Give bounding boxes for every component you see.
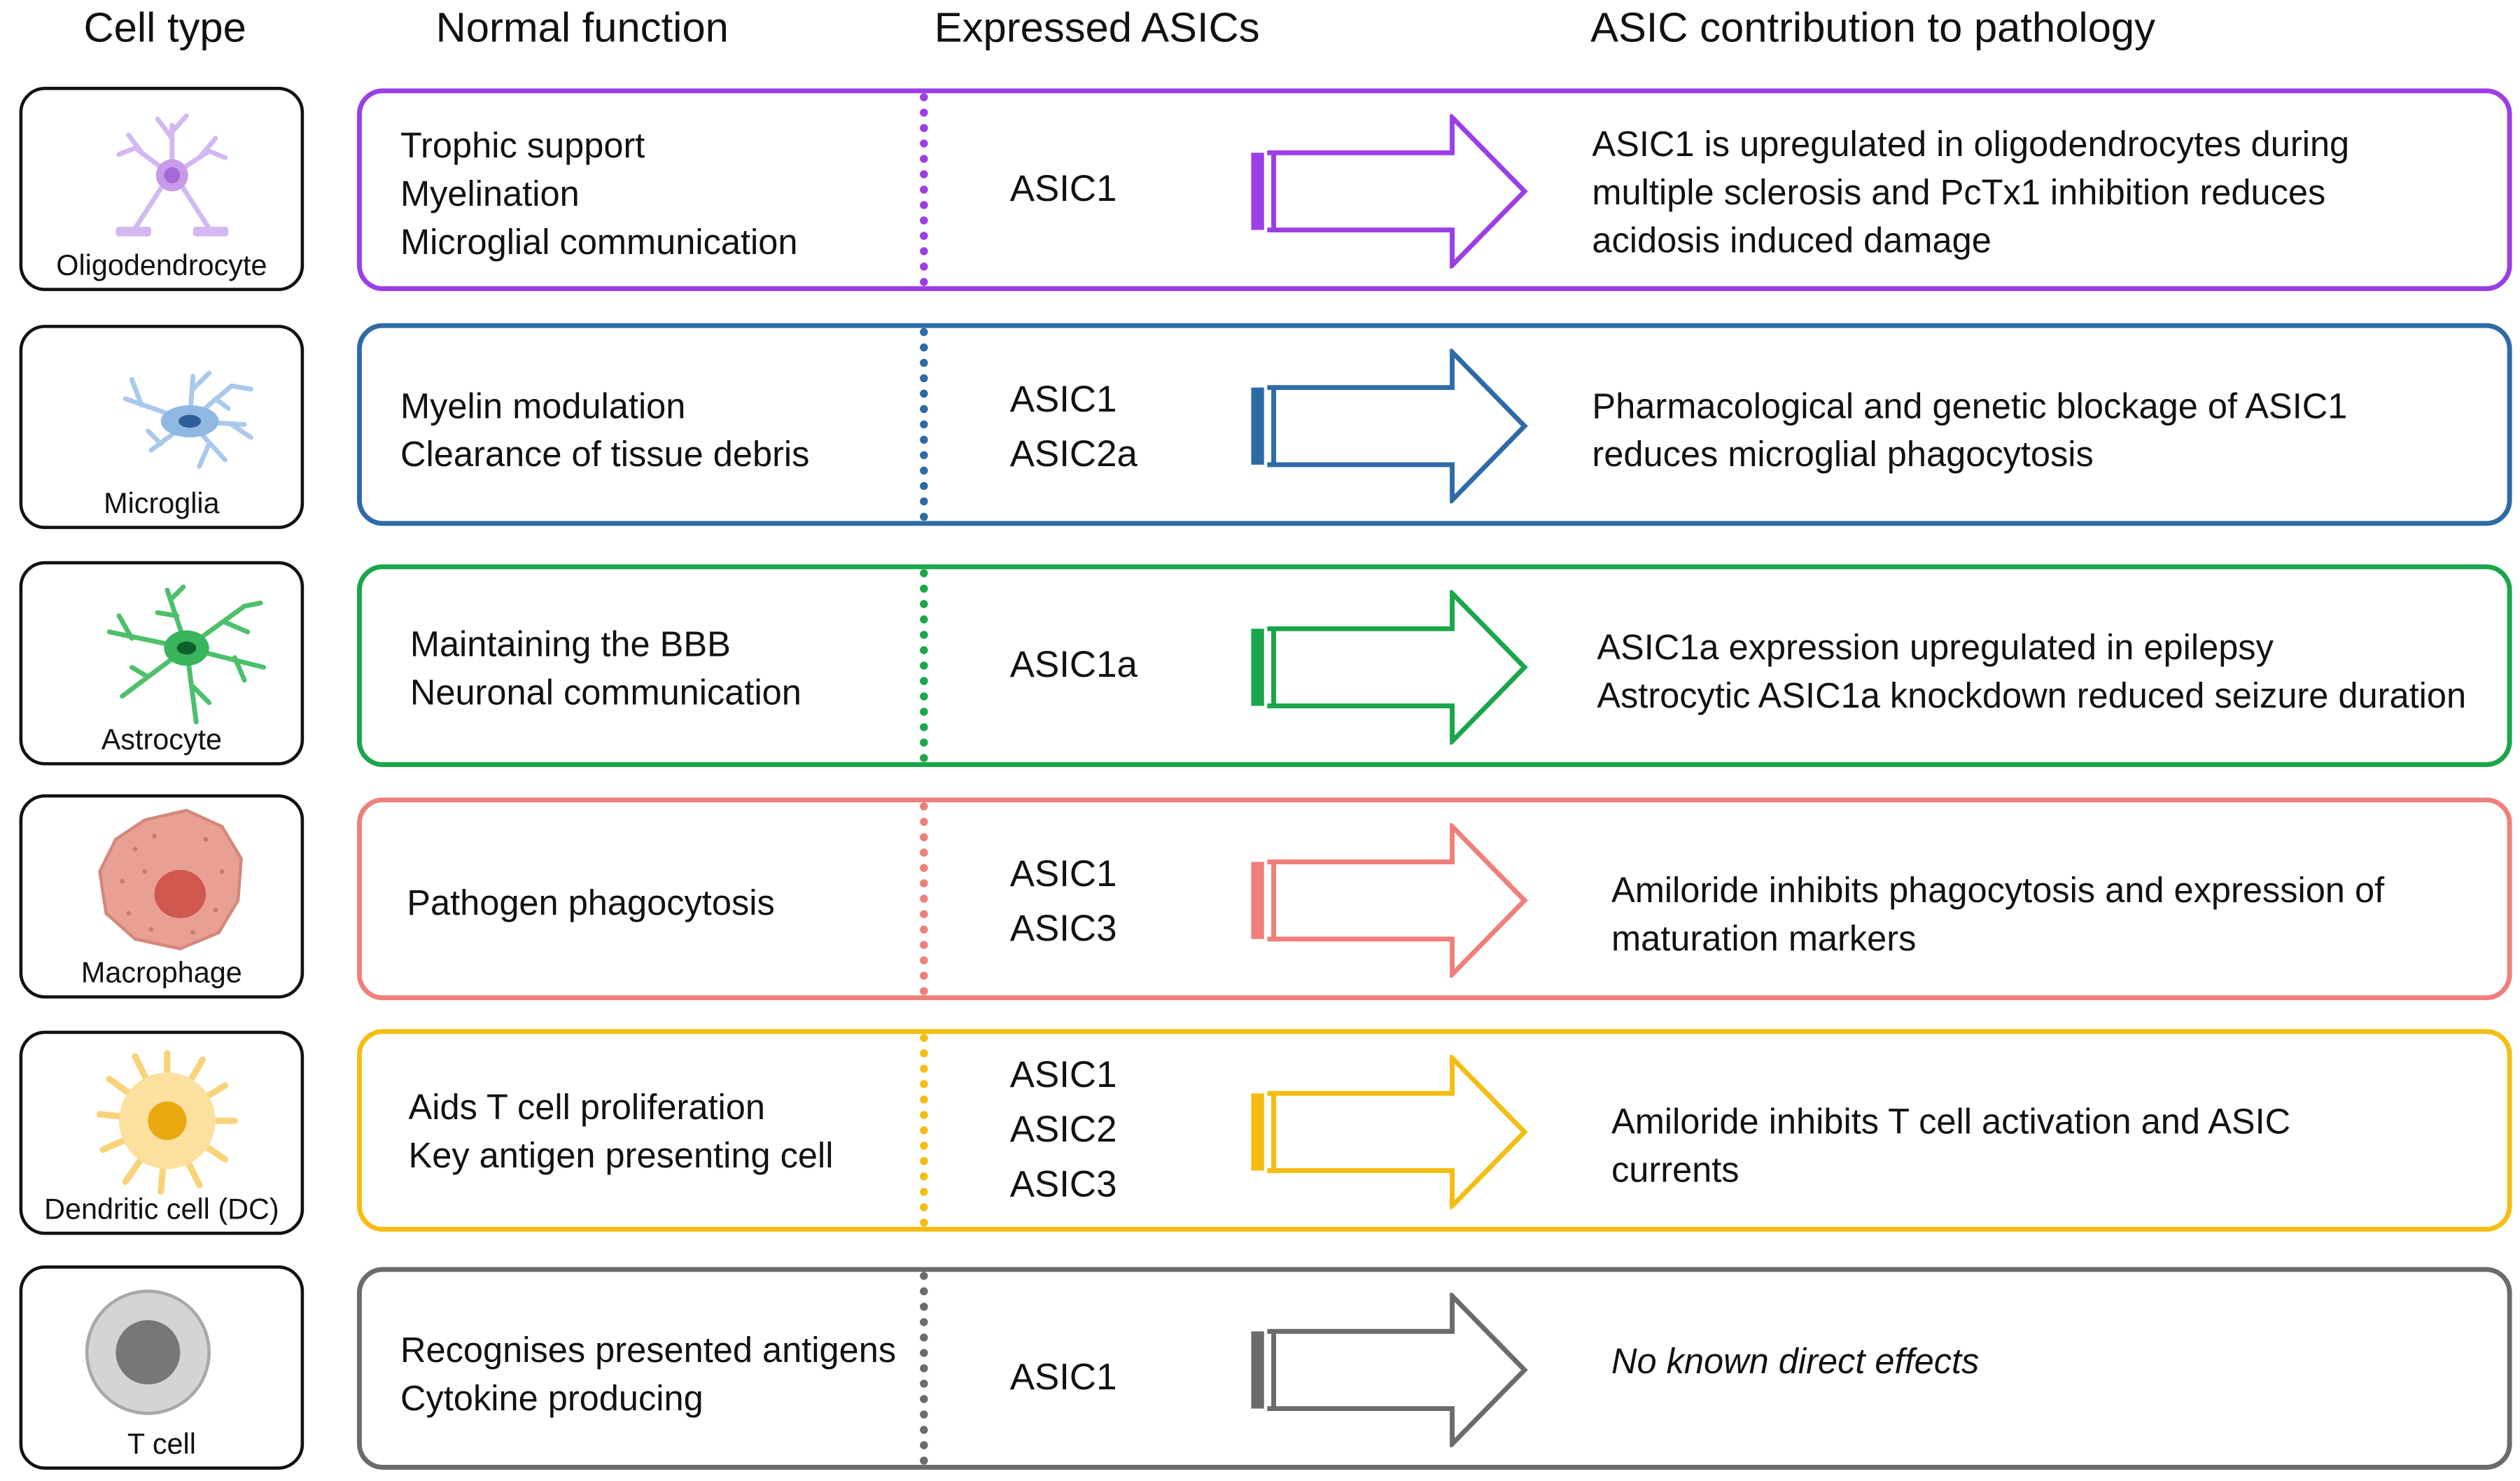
pathology-text: Amiloride inhibits phagocytosis and expr… — [1611, 869, 2385, 959]
function-text: Recognises presented antigens Cytokine p… — [400, 1329, 897, 1419]
microglia-icon — [122, 370, 253, 469]
row-microglia: Myelin modulation Clearance of tissue de… — [357, 323, 2512, 526]
divider — [920, 328, 928, 521]
divider — [920, 1034, 928, 1227]
cell-label: T cell — [127, 1428, 196, 1461]
divider — [920, 569, 928, 762]
asic-list: ASIC1 ASIC3 — [1009, 852, 1117, 949]
cell-label: Oligodendrocyte — [56, 249, 267, 282]
function-text: Trophic support Myelination Microglial c… — [400, 125, 798, 262]
arrow-icon — [1251, 590, 1528, 745]
header-normal-function: Normal function — [435, 3, 729, 52]
row-t-cell: Recognises presented antigens Cytokine p… — [357, 1267, 2512, 1470]
function-text: Pathogen phagocytosis — [407, 883, 775, 923]
row-astrocyte: Maintaining the BBB Neuronal communicati… — [357, 564, 2512, 767]
row-macrophage: Pathogen phagocytosis ASIC1 ASIC3 Amilor… — [357, 797, 2512, 1000]
header-cell-type: Cell type — [83, 3, 246, 52]
row-oligodendrocyte: Trophic support Myelination Microglial c… — [357, 88, 2512, 291]
divider — [920, 93, 928, 286]
cell-card-oligodendrocyte: Oligodendrocyte — [19, 87, 304, 291]
pathology-text: ASIC1a expression upregulated in epileps… — [1597, 626, 2467, 716]
arrow-icon — [1251, 1293, 1528, 1447]
cell-label: Dendritic cell (DC) — [44, 1193, 279, 1226]
cell-label: Astrocyte — [101, 723, 223, 756]
pathology-text: Pharmacological and genetic blockage of … — [1592, 386, 2348, 475]
function-text: Aids T cell proliferation Key antigen pr… — [408, 1087, 834, 1176]
pathology-text: ASIC1 is upregulated in oligodendrocytes… — [1592, 123, 2350, 261]
function-text: Maintaining the BBB Neuronal communicati… — [410, 624, 802, 713]
asic-list: ASIC1 ASIC2 ASIC3 — [1009, 1053, 1117, 1205]
arrow-icon — [1251, 1055, 1528, 1209]
asic-list: ASIC1 ASIC2a — [1009, 377, 1138, 475]
header-pathology: ASIC contribution to pathology — [1590, 3, 2156, 52]
t-cell-icon — [85, 1289, 211, 1415]
cell-label: Macrophage — [80, 956, 242, 989]
divider — [920, 1272, 928, 1465]
cell-card-astrocyte: Astrocyte — [19, 561, 304, 766]
function-text: Myelin modulation Clearance of tissue de… — [400, 386, 810, 475]
dendritic-cell-icon — [96, 1050, 239, 1195]
cell-card-t-cell: T cell — [19, 1265, 304, 1470]
pathology-text: Amiloride inhibits T cell activation and… — [1611, 1101, 2291, 1191]
macrophage-icon — [98, 808, 243, 950]
cell-card-dendritic-cell: Dendritic cell (DC) — [19, 1030, 304, 1235]
asic-list: ASIC1a — [1009, 643, 1138, 685]
astrocyte-icon — [106, 584, 267, 724]
cell-card-macrophage: Macrophage — [19, 794, 304, 999]
divider — [920, 802, 928, 996]
pathology-text: No known direct effects — [1611, 1341, 1980, 1382]
header-expressed-asics: Expressed ASICs — [934, 3, 1260, 52]
row-dendritic-cell: Aids T cell proliferation Key antigen pr… — [357, 1029, 2512, 1232]
arrow-icon — [1251, 114, 1528, 269]
arrow-icon — [1251, 349, 1528, 504]
oligodendrocyte-icon — [115, 113, 229, 237]
asic-list: ASIC1 — [1009, 167, 1117, 209]
asic-list: ASIC1 — [1009, 1355, 1117, 1398]
cell-card-microglia: Microglia — [19, 325, 304, 529]
arrow-icon — [1251, 823, 1528, 978]
cell-label: Microglia — [104, 487, 220, 520]
